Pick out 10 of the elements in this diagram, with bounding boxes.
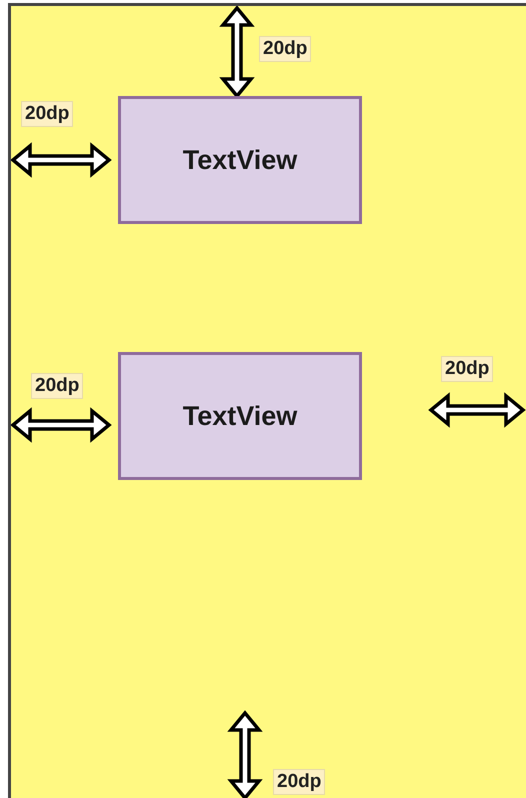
dimension-label: 20dp bbox=[259, 36, 312, 62]
dimension-label: 20dp bbox=[441, 356, 494, 382]
dimension-label: 20dp bbox=[31, 373, 84, 399]
text-view-label: TextView bbox=[182, 144, 298, 176]
text-view-label: TextView bbox=[182, 400, 298, 432]
text-view-box bbox=[118, 352, 362, 480]
text-view-box bbox=[118, 96, 362, 224]
dimension-label: 20dp bbox=[21, 101, 74, 127]
dimension-label: 20dp bbox=[273, 769, 326, 795]
phone-screen bbox=[8, 3, 526, 798]
